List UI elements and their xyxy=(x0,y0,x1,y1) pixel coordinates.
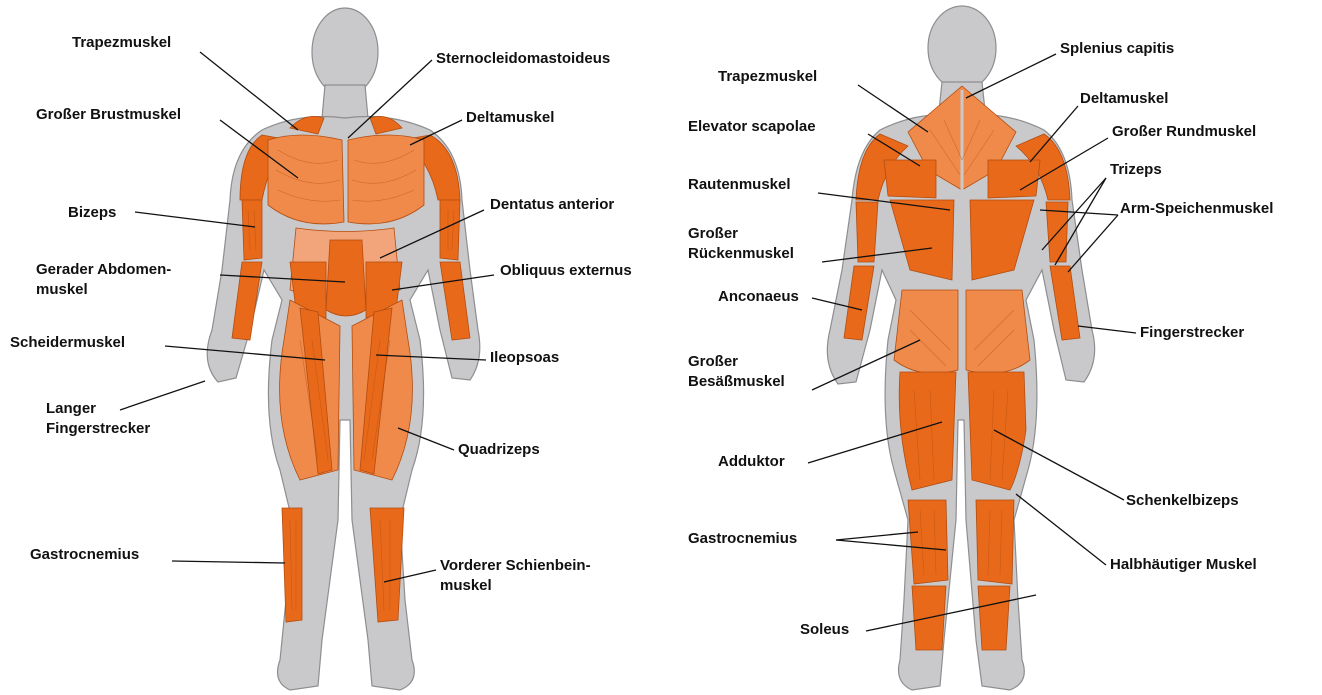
label-front-grosser-brustmuskel: Großer Brustmuskel xyxy=(36,106,181,124)
back-gluteus-left xyxy=(894,290,958,373)
leader-back-halbhaeutiger-muskel xyxy=(1016,494,1106,565)
front-biceps-right xyxy=(440,200,460,260)
label-back-grosser-gesaessmuskel-line1: Großer xyxy=(688,353,738,371)
front-pectoral-left xyxy=(268,135,344,224)
label-back-grosser-rueckenmuskel-line2: Rückenmuskel xyxy=(688,245,794,263)
label-back-anconaeus: Anconaeus xyxy=(718,288,799,306)
label-back-schenkelbizeps: Schenkelbizeps xyxy=(1126,492,1239,510)
back-gluteus-right xyxy=(966,290,1030,373)
label-front-ileopsoas: Ileopsoas xyxy=(490,349,559,367)
label-back-halbhaeutiger-muskel: Halbhäutiger Muskel xyxy=(1110,556,1257,574)
leader-front-gastrocnemius xyxy=(172,561,285,563)
label-front-obliquus-externus: Obliquus externus xyxy=(500,262,632,280)
label-front-dentatus-anterior: Dentatus anterior xyxy=(490,196,614,214)
leader-front-trapezmuskel xyxy=(200,52,298,130)
label-back-gastrocnemius: Gastrocnemius xyxy=(688,530,797,548)
label-front-langer-fingerstrecker-line2: Fingerstrecker xyxy=(46,420,150,438)
back-figure xyxy=(827,6,1094,690)
back-triceps-left xyxy=(856,202,878,262)
back-calf-left xyxy=(908,500,948,584)
label-back-elevator-scapolae: Elevator scapolae xyxy=(688,118,816,136)
label-front-bizeps: Bizeps xyxy=(68,204,116,222)
label-back-grosser-rundmuskel: Großer Rundmuskel xyxy=(1112,123,1256,141)
label-back-arm-speichenmuskel: Arm-Speichenmuskel xyxy=(1120,200,1273,218)
back-soleus-right xyxy=(978,586,1010,650)
back-scapular-left xyxy=(884,160,936,198)
label-front-trapezmuskel: Trapezmuskel xyxy=(72,34,171,52)
label-front-gastrocnemius: Gastrocnemius xyxy=(30,546,139,564)
back-scapular-right xyxy=(988,160,1040,198)
back-hamstring-left xyxy=(899,372,956,490)
label-back-soleus: Soleus xyxy=(800,621,849,639)
label-back-deltamuskel: Deltamuskel xyxy=(1080,90,1168,108)
back-calf-right xyxy=(976,500,1014,584)
label-front-gerader-abdomenmuskel-line1: Gerader Abdomen- xyxy=(36,261,171,279)
label-back-trapezmuskel: Trapezmuskel xyxy=(718,68,817,86)
front-pectoral-right xyxy=(348,135,424,224)
label-front-langer-fingerstrecker-line1: Langer xyxy=(46,400,96,418)
label-back-grosser-rueckenmuskel-line1: Großer xyxy=(688,225,738,243)
label-front-quadrizeps: Quadrizeps xyxy=(458,441,540,459)
front-figure xyxy=(207,8,480,690)
label-front-vorderer-schienbeinmuskel-line1: Vorderer Schienbein- xyxy=(440,557,591,575)
label-front-vorderer-schienbeinmuskel-line2: muskel xyxy=(440,577,492,595)
label-back-adduktor: Adduktor xyxy=(718,453,785,471)
label-front-deltamuskel: Deltamuskel xyxy=(466,109,554,127)
label-front-gerader-abdomenmuskel-line2: muskel xyxy=(36,281,88,299)
label-back-grosser-gesaessmuskel-line2: Besäßmuskel xyxy=(688,373,785,391)
label-back-splenius-capitis: Splenius capitis xyxy=(1060,40,1174,58)
label-back-trizeps: Trizeps xyxy=(1110,161,1162,179)
leader-back-gastrocnemius-a xyxy=(836,532,918,540)
front-biceps-left xyxy=(242,200,262,260)
label-back-rautenmuskel: Rautenmuskel xyxy=(688,176,791,194)
front-rectus-abdominis xyxy=(326,240,366,316)
label-front-scheidermuskel: Scheidermuskel xyxy=(10,334,125,352)
front-body-silhouette xyxy=(207,8,480,690)
label-front-sternocleidomastoideus: Sternocleidomastoideus xyxy=(436,50,610,68)
leader-front-langer-fingerstrecker xyxy=(120,381,205,410)
label-back-fingerstrecker: Fingerstrecker xyxy=(1140,324,1244,342)
